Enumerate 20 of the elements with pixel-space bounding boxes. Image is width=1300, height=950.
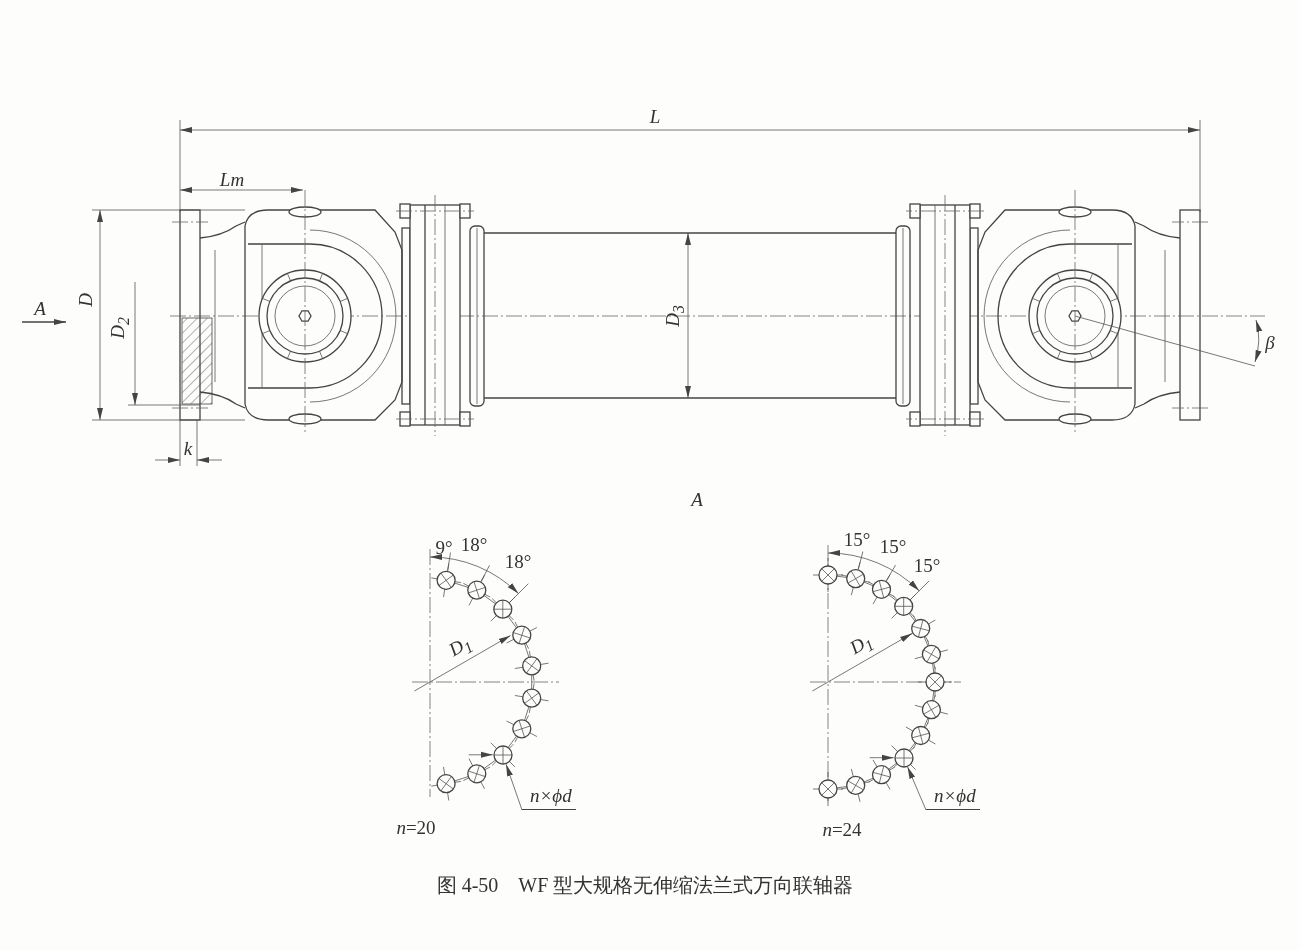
label: k xyxy=(183,439,193,459)
label: A xyxy=(34,299,46,319)
callout-label: n×ϕd xyxy=(926,786,980,810)
label: L xyxy=(649,107,661,127)
label: n=20 xyxy=(396,818,436,838)
label: 18° xyxy=(504,552,532,572)
callout-label: n×ϕd xyxy=(522,786,576,810)
label: 15° xyxy=(879,537,907,557)
label: n=24 xyxy=(822,820,862,840)
bolt-hole xyxy=(492,744,513,765)
label: β xyxy=(1265,333,1275,353)
label: 15° xyxy=(913,556,941,576)
label: 9° xyxy=(435,538,453,558)
label: A xyxy=(691,490,703,510)
label: 15° xyxy=(843,530,871,550)
label: Lm xyxy=(219,170,245,190)
label: 18° xyxy=(460,535,488,555)
dimension-label: D xyxy=(76,293,96,307)
figure-caption: 图 4-50 WF 型大规格无伸缩法兰式万向联轴器 xyxy=(436,874,854,896)
bolt-hole xyxy=(893,747,914,768)
